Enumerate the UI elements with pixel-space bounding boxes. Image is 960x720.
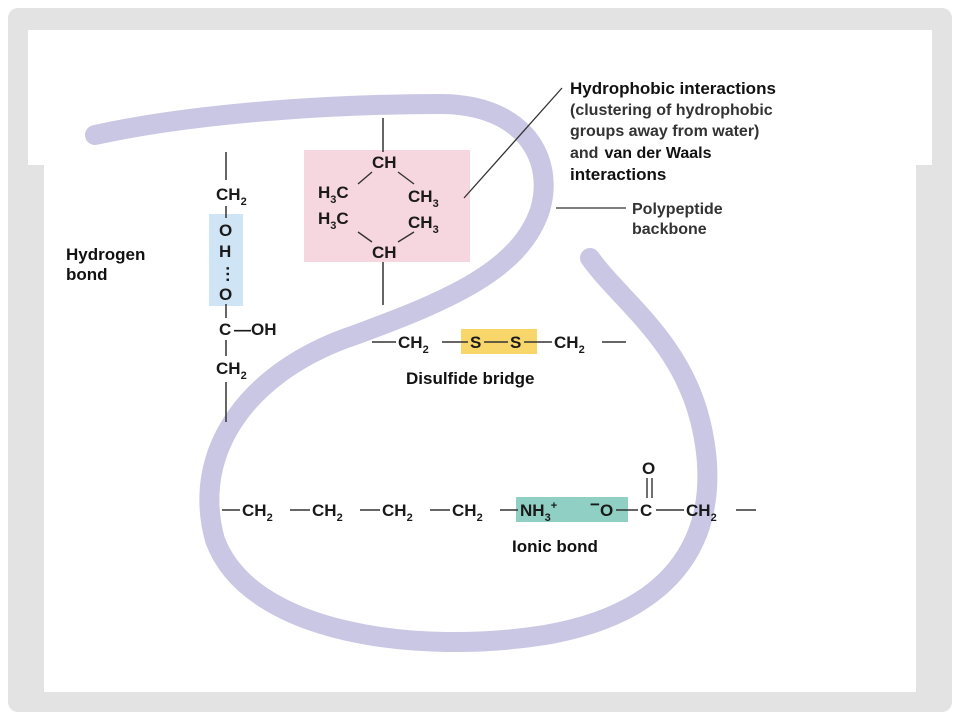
panel-right-margin xyxy=(916,165,932,692)
ionic-ch2-e: CH2 xyxy=(686,501,717,524)
ionic-carbonyl-o: O xyxy=(642,459,655,478)
hydrophobic-bond-br xyxy=(397,231,415,243)
hbond-ch2-top: CH2 xyxy=(216,185,247,208)
hydrophobic-h3c-lower: H3C xyxy=(318,209,349,232)
hydrophobic-ch3-upper: CH3 xyxy=(408,187,439,210)
hydrophobic-bond-tl xyxy=(357,171,373,185)
ionic-o: O xyxy=(600,501,613,520)
backbone-label-line1: Polypeptide xyxy=(632,201,723,218)
disulfide-ch2-left: CH2 xyxy=(398,333,429,356)
ionic-c: C xyxy=(640,501,652,520)
hydrophobic-leader-line xyxy=(463,87,563,199)
diagram-panel xyxy=(28,30,932,692)
panel-left-margin xyxy=(28,165,44,692)
ionic-ch2-c: CH2 xyxy=(382,501,413,524)
ionic-o-charge: − xyxy=(590,495,600,514)
hydrophobic-label-line3: groups away from water) xyxy=(570,123,759,140)
ionic-ch2-b: CH2 xyxy=(312,501,343,524)
ionic-bond-label: Ionic bond xyxy=(512,537,598,556)
ionic-highlight-box xyxy=(516,497,628,522)
hbond-dots: ··· xyxy=(218,266,237,283)
hbond-h: H xyxy=(219,242,231,261)
hbond-ch2-bottom: CH2 xyxy=(216,359,247,382)
disulfide-s2: S xyxy=(510,333,521,352)
hydrophobic-label-title: Hydrophobic interactions xyxy=(570,79,776,98)
hydrophobic-label-line2: (clustering of hydrophobic xyxy=(570,102,773,119)
hydrogen-bond-label-line2: bond xyxy=(66,265,108,284)
hydrophobic-ch-top: CH xyxy=(372,153,397,172)
hydrophobic-bond-tr xyxy=(397,171,415,185)
hydrophobic-ch3-lower: CH3 xyxy=(408,213,439,236)
disulfide-s1: S xyxy=(470,333,481,352)
polypeptide-backbone xyxy=(85,93,718,652)
hydrogen-bond-label-line1: Hydrogen xyxy=(66,245,145,264)
hydrophobic-highlight-box xyxy=(304,150,470,262)
backbone-label-line2: backbone xyxy=(632,221,707,238)
hydrophobic-ch-bottom: CH xyxy=(372,243,397,262)
ionic-ch2-d: CH2 xyxy=(452,501,483,524)
hbond-o-bottom: O xyxy=(219,285,232,304)
ionic-ch2-a: CH2 xyxy=(242,501,273,524)
hbond-highlight-box xyxy=(209,214,243,306)
hbond-c: C xyxy=(219,320,231,339)
hydrophobic-h3c-upper: H3C xyxy=(318,183,349,206)
hbond-oh: —OH xyxy=(234,320,277,339)
hydrophobic-bond-bl xyxy=(357,231,373,243)
ionic-nh3: NH3+ xyxy=(520,500,557,524)
hbond-o-top: O xyxy=(219,221,232,240)
disulfide-bridge-label: Disulfide bridge xyxy=(406,369,534,388)
disulfide-ch2-right: CH2 xyxy=(554,333,585,356)
hydrophobic-label-line5: interactions xyxy=(570,165,666,184)
